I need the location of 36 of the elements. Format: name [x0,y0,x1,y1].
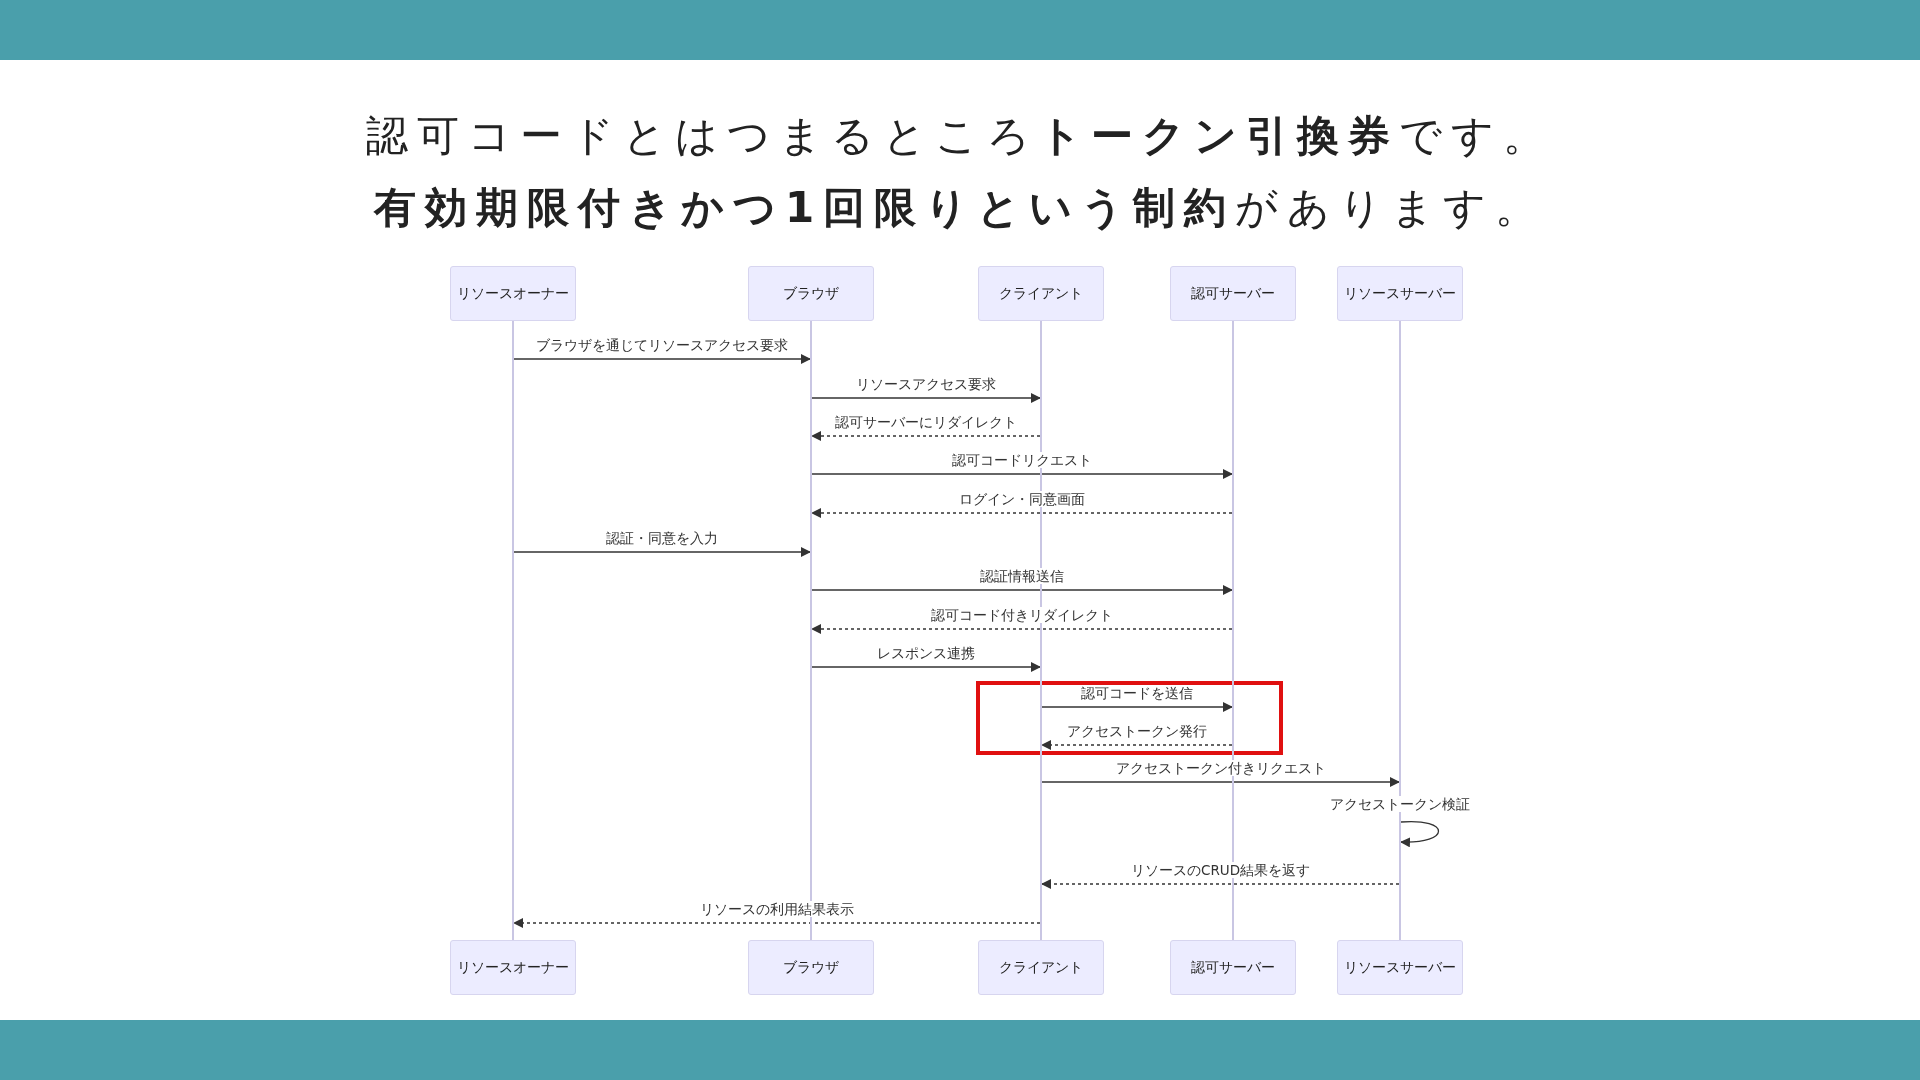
lifeline [1040,321,1042,940]
lifeline [810,321,812,940]
lifeline [1399,321,1401,940]
message-arrow [1041,777,1400,787]
participant-box: クライアント [978,940,1104,995]
participant-box: リソースオーナー [450,940,576,995]
participant-box: 認可サーバー [1170,940,1296,995]
participant-box: リソースサーバー [1337,266,1463,321]
edge-label: 認証情報送信 [978,568,1066,584]
edge-label: アクセストークン検証 [1328,796,1472,812]
edge-label: アクセストークン発行 [1065,723,1209,739]
message-arrow [811,662,1041,672]
message-arrow [513,547,811,557]
reply-arrow [811,508,1233,518]
lifeline [512,321,514,940]
reply-arrow [1041,740,1233,750]
reply-arrow [1041,879,1400,889]
title: 認可コードとはつまるところトークン引換券です。有効期限付きかつ1回限りという制約があります。 [365,110,1555,234]
reply-arrow [811,624,1233,634]
self-message-arrow [1400,820,1440,847]
reply-arrow [811,431,1041,441]
participant-box: クライアント [978,266,1104,321]
message-arrow [811,585,1233,595]
participant-box: ブラウザ [748,266,874,321]
message-arrow [1041,702,1233,712]
participant-box: ブラウザ [748,940,874,995]
participant-box: 認可サーバー [1170,266,1296,321]
message-arrow [513,354,811,364]
participant-box: リソースサーバー [1337,940,1463,995]
participant-box: リソースオーナー [450,266,576,321]
message-arrow [811,393,1041,403]
message-arrow [811,469,1233,479]
edge-label: ブラウザを通じてリソースアクセス要求 [534,337,790,353]
reply-arrow [513,918,1041,928]
lifeline [1232,321,1234,940]
edge-label: 認可コードを送信 [1079,685,1195,701]
